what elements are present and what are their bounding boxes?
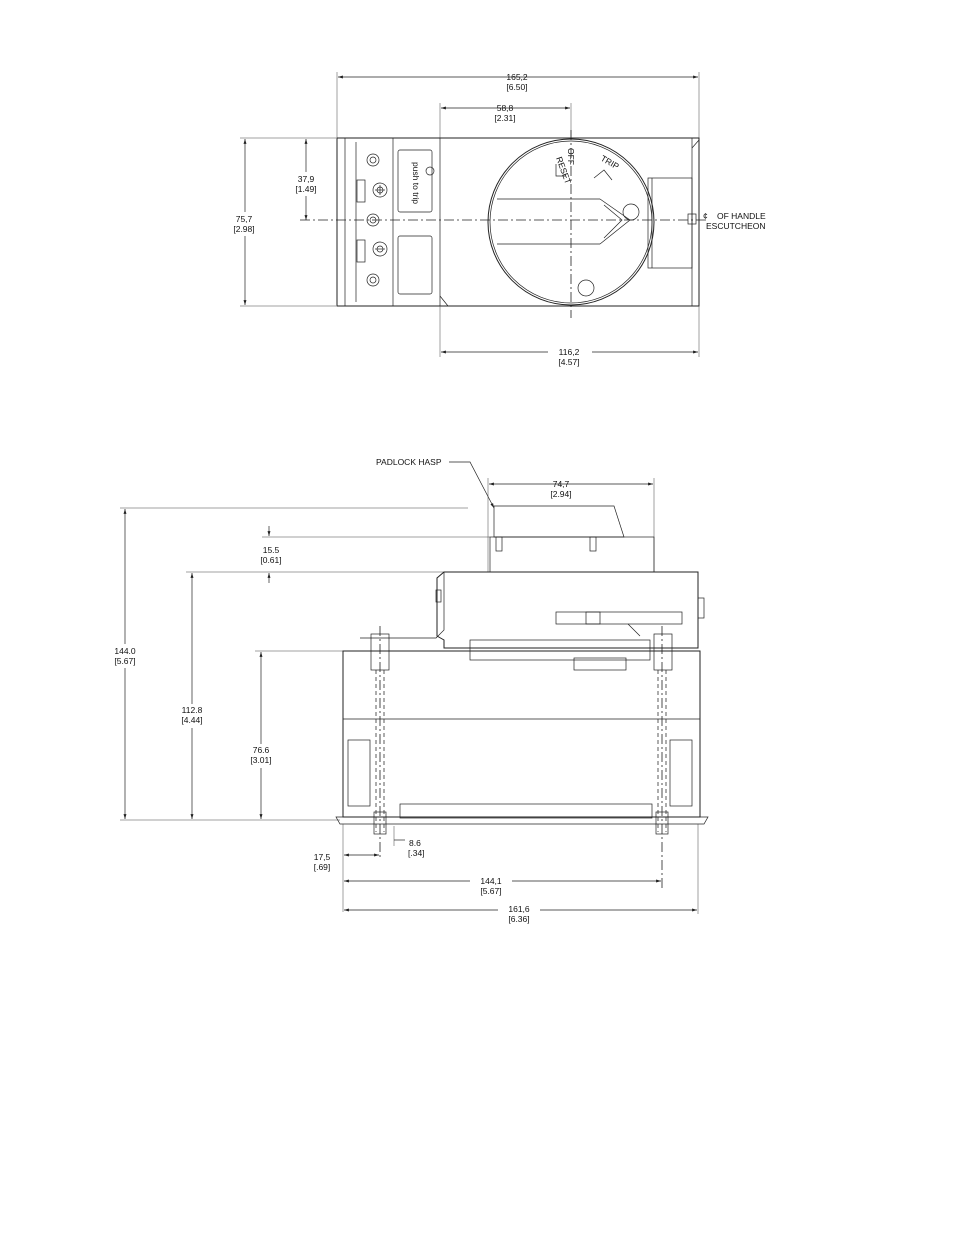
top-view: 165,2 [6.50] 58,8 [2.31] 75,7 [2.98] 37,… xyxy=(228,72,766,368)
dim-total-height-in: [5.67] xyxy=(114,656,135,666)
dim-height-mm: 75,7 xyxy=(236,214,253,224)
dim-stud-dia-in: [.34] xyxy=(408,848,425,858)
padlock-hasp-note: PADLOCK HASP xyxy=(376,457,494,508)
dim-base-width-mm: 161,6 xyxy=(508,904,530,914)
dim-hasp-height: 15.5 [0.61] xyxy=(260,526,281,583)
dim-hasp-width-mm: 74,7 xyxy=(553,479,570,489)
dim-stud-span-mm: 144,1 xyxy=(480,876,502,886)
dim-escutcheon-width-mm: 116,2 xyxy=(559,347,580,357)
dim-center-height-in: [1.49] xyxy=(295,184,316,194)
dim-escutcheon-width-in: [4.57] xyxy=(558,357,579,367)
dim-overall-width-in: [6.50] xyxy=(506,82,527,92)
dim-stud-dia: 8.6 [.34] xyxy=(394,826,425,858)
dim-hasp-height-mm: 15.5 xyxy=(263,545,280,555)
dim-overall-width: 165,2 [6.50] xyxy=(337,72,699,138)
dim-hasp-width: 74,7 [2.94] xyxy=(488,478,654,572)
dim-stud-offset-mm: 17,5 xyxy=(314,852,331,862)
dim-stud-span: 144,1 [5.67] xyxy=(344,876,661,898)
dim-height: 75,7 [2.98] xyxy=(228,138,336,306)
dim-top-height-in: [4.44] xyxy=(181,715,202,725)
dim-stud-dia-mm: 8.6 xyxy=(409,838,421,848)
dim-total-height-mm: 144.0 xyxy=(114,646,136,656)
dim-hasp-height-in: [0.61] xyxy=(260,555,281,565)
centerline-symbol: ¢ xyxy=(703,211,708,221)
dim-stud-span-in: [5.67] xyxy=(480,886,501,896)
dim-mount-height-in: [3.01] xyxy=(250,755,271,765)
push-to-trip-label: push to trip xyxy=(411,162,421,204)
side-view: PADLOCK HASP 74,7 [2.94] 15.5 [0.61] xyxy=(108,457,708,926)
dim-center-height-mm: 37,9 xyxy=(298,174,315,184)
dim-mount-height-mm: 76.6 xyxy=(253,745,270,755)
dim-base-width: 161,6 [6.36] xyxy=(344,824,698,926)
breaker-top-outline: push to trip RESET OFF TRIP xyxy=(337,138,699,306)
dim-handle-offset: 58,8 [2.31] xyxy=(440,103,571,138)
dim-escutcheon-width: 116,2 [4.57] xyxy=(440,306,699,368)
dim-base-width-in: [6.36] xyxy=(508,914,529,924)
dim-stud-offset: 17,5 [.69] xyxy=(314,824,379,912)
dim-height-in: [2.98] xyxy=(233,224,254,234)
centerline-note-line2: ESCUTCHEON xyxy=(706,221,766,231)
dim-total-height: 144.0 [5.67] xyxy=(108,509,144,819)
dim-top-height: 112.8 [4.44] xyxy=(175,573,211,819)
dim-hasp-width-in: [2.94] xyxy=(550,489,571,499)
dim-overall-width-mm: 165,2 xyxy=(506,72,528,82)
dim-center-height: 37,9 [1.49] xyxy=(290,139,324,220)
centerline-note-line1: OF HANDLE xyxy=(717,211,766,221)
dim-stud-offset-in: [.69] xyxy=(314,862,331,872)
dim-handle-offset-mm: 58,8 xyxy=(497,103,514,113)
dim-handle-offset-in: [2.31] xyxy=(494,113,515,123)
breaker-side-outline xyxy=(336,506,708,834)
dim-mount-height: 76.6 [3.01] xyxy=(244,652,280,819)
padlock-hasp-label: PADLOCK HASP xyxy=(376,457,442,467)
dim-top-height-mm: 112.8 xyxy=(182,705,203,715)
centerline-note: ¢ OF HANDLE ESCUTCHEON xyxy=(703,211,766,231)
